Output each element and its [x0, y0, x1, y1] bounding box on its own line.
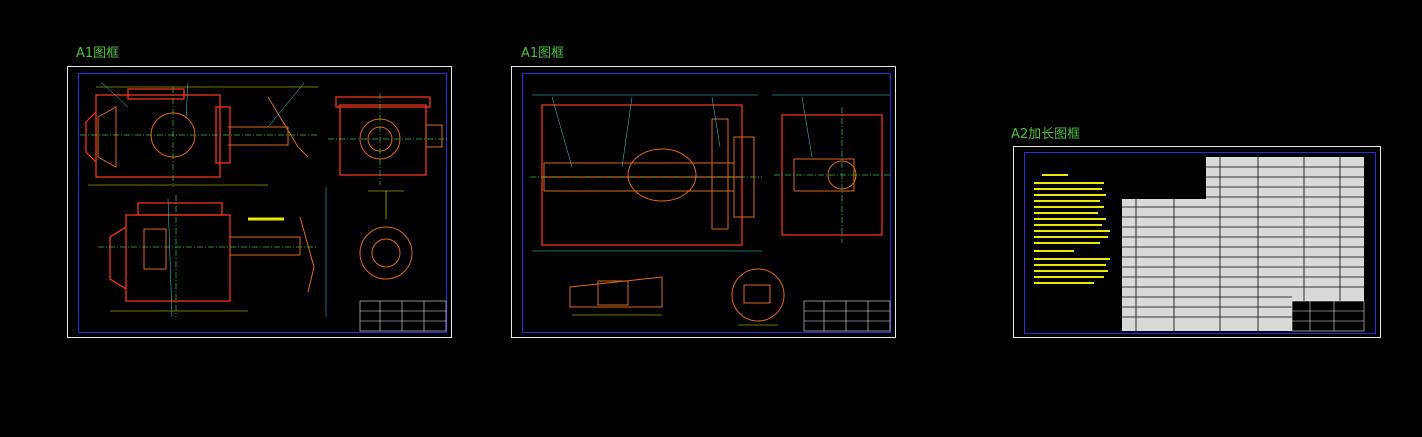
sheet-label-a1-second[interactable]: A1图框 [521, 46, 565, 61]
inner-border [522, 73, 891, 333]
parts-list-drawing [1034, 157, 1365, 332]
drawing-frame-a1-first[interactable] [67, 66, 452, 338]
assembly-drawing-a1-first [80, 82, 448, 332]
assembly-drawing-a1-second [530, 94, 891, 332]
drawing-frame-a1-second[interactable] [511, 66, 896, 338]
inner-border [78, 73, 447, 333]
sheet-label-a2-extended[interactable]: A2加长图框 [1011, 127, 1081, 142]
inner-border [1024, 152, 1376, 334]
drawing-frame-a2-extended[interactable] [1013, 146, 1381, 338]
sheet-label-a1-first[interactable]: A1图框 [76, 46, 120, 61]
